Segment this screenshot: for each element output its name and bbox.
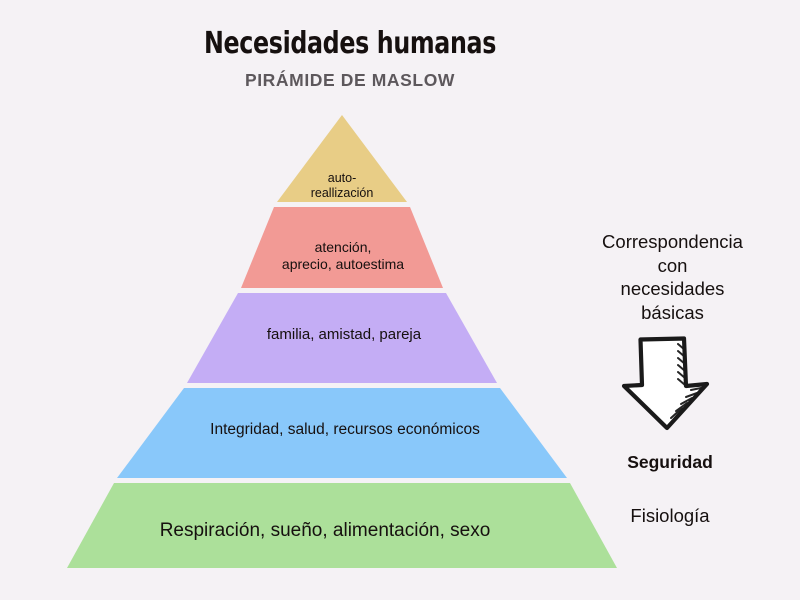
pyramid-level-seguridad[interactable]: [117, 388, 567, 478]
side-label-fisiologia: Fisiología: [630, 505, 710, 526]
pyramid-level-afiliacion[interactable]: [187, 293, 497, 383]
pyramid-level-fisiologia[interactable]: [67, 483, 617, 568]
pyramid-level-reconocimiento[interactable]: [241, 207, 443, 288]
page-title: Necesidades humanas: [204, 26, 496, 61]
side-label-seguridad: Seguridad: [627, 452, 713, 472]
down-arrow-icon: [612, 336, 722, 432]
pyramid-level-autorrealizacion[interactable]: [277, 115, 407, 202]
page-subtitle: PIRÁMIDE DE MASLOW: [244, 70, 456, 90]
correspondence-note: Correspondencia con necesidades básicas: [602, 231, 743, 324]
